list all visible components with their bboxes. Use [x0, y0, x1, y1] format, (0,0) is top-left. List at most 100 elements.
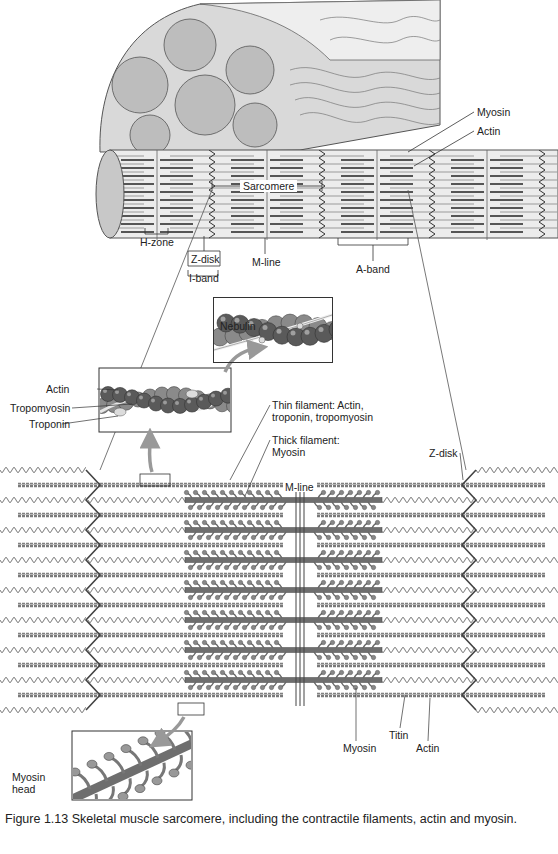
z-line — [319, 150, 325, 238]
myosin-head — [269, 535, 273, 539]
myosin-head — [321, 490, 325, 494]
m-line — [300, 492, 301, 706]
titin-spring — [476, 617, 558, 622]
z-disk — [462, 470, 476, 710]
myosin-head — [220, 610, 224, 614]
m-line — [304, 492, 305, 706]
thick-band — [160, 199, 193, 201]
myosin-head — [211, 490, 215, 494]
myosin-head — [220, 520, 224, 524]
titin-spring — [0, 557, 86, 562]
myosin-head — [321, 550, 325, 554]
myosin-head — [141, 771, 147, 787]
myosin-head — [211, 580, 215, 584]
myosin-head — [269, 685, 273, 689]
thick-band — [341, 167, 374, 169]
myosin-head — [197, 505, 201, 509]
myosin-head — [260, 565, 264, 569]
fascicles — [112, 19, 277, 155]
myosin-head — [335, 505, 339, 509]
myosin-head — [188, 565, 192, 569]
thin-band — [500, 164, 558, 165]
myosin-head — [193, 580, 197, 584]
thin-filament-highlight — [317, 604, 462, 605]
myosin-head — [90, 794, 96, 799]
thick-band — [490, 207, 523, 209]
thick-band — [341, 215, 374, 217]
actin-helix — [100, 387, 230, 417]
myosin-head — [229, 610, 233, 614]
myosin-head — [335, 565, 339, 569]
thick-band — [380, 175, 413, 177]
thick-band — [121, 231, 154, 233]
myosin-head — [375, 490, 379, 494]
myosin-head — [353, 625, 357, 629]
myosin-head — [211, 520, 215, 524]
myosin-head — [247, 520, 251, 524]
part-label: Troponin — [29, 418, 70, 430]
titin-spring — [476, 467, 558, 472]
myosin-head — [357, 490, 361, 494]
zoom-inset: Nebulin — [213, 297, 333, 363]
titin-spring — [381, 617, 475, 622]
myosin-head — [193, 490, 197, 494]
myosin-head — [247, 490, 251, 494]
myosin-head — [152, 777, 162, 785]
titin-spring — [476, 707, 558, 712]
part-label: Z-disk — [191, 253, 220, 265]
myosin-head — [366, 670, 370, 674]
myosin-head — [158, 763, 164, 779]
part-label: Actin — [416, 742, 439, 754]
myosin-head — [375, 520, 379, 524]
part-label: Thin filament: Actin, troponin, tropomyo… — [272, 399, 397, 423]
titin-spring — [0, 467, 86, 472]
myosin-head — [357, 670, 361, 674]
myosin-head — [274, 610, 278, 614]
myosin-head — [330, 640, 334, 644]
thick-band — [380, 159, 413, 161]
myosin-head — [269, 655, 273, 659]
titin-spring — [381, 587, 475, 592]
myosin-head — [202, 610, 206, 614]
z-line — [209, 150, 215, 238]
myosin-head — [73, 768, 80, 776]
myosin-head — [193, 670, 197, 674]
titin-spring — [88, 677, 186, 682]
myosin-head — [344, 505, 348, 509]
thin-filament-highlight — [462, 694, 545, 695]
myosin-head — [215, 565, 219, 569]
thick-band — [270, 159, 303, 161]
thick-filament — [185, 618, 382, 623]
thin-filament-highlight — [100, 514, 283, 515]
actin-bead — [329, 320, 332, 338]
titin-spring — [88, 587, 186, 592]
thin-filament-highlight — [18, 574, 100, 575]
myosin-head — [215, 655, 219, 659]
part-label: Actin — [46, 383, 69, 395]
thin-filament-highlight — [317, 664, 462, 665]
thick-band — [121, 183, 154, 185]
thin-filament-highlight — [317, 484, 462, 485]
myosin-head — [233, 655, 237, 659]
myosin-head — [371, 685, 375, 689]
myosin-head — [344, 655, 348, 659]
myosin-head — [251, 595, 255, 599]
myosin-head — [371, 655, 375, 659]
myosin-head — [188, 505, 192, 509]
m-line — [377, 150, 378, 240]
myosin-head — [375, 610, 379, 614]
myosin-head — [362, 625, 366, 629]
thick-band — [121, 191, 154, 193]
thin-filament-highlight — [18, 634, 100, 635]
thin-filament-highlight — [100, 544, 283, 545]
myosin-head — [260, 655, 264, 659]
myosin-head — [215, 535, 219, 539]
leader-lines — [62, 389, 463, 741]
myosin-head — [233, 625, 237, 629]
thick-band — [231, 167, 264, 169]
myosin-head — [317, 655, 321, 659]
myosin-head — [326, 535, 330, 539]
myosin-head — [220, 670, 224, 674]
thin-filament-highlight — [317, 694, 462, 695]
thick-band — [490, 175, 523, 177]
